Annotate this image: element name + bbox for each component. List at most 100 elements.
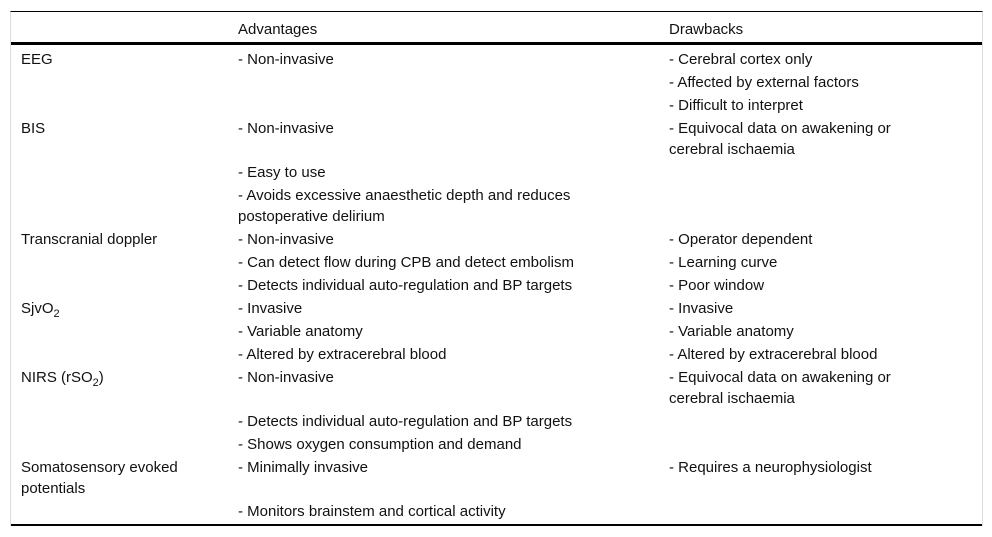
table-row-somatosensory: - Monitors brainstem and cortical activi… bbox=[11, 501, 982, 524]
advantages-cell bbox=[238, 72, 669, 93]
drawback-line: - Learning curve bbox=[669, 254, 778, 271]
advantage-line: - Altered by extracerebral blood bbox=[238, 346, 447, 363]
table-row-somatosensory: Somatosensory evoked potentials - Minima… bbox=[11, 457, 982, 501]
drawbacks-cell: - Poor window bbox=[669, 275, 982, 296]
drawback-line: - Altered by extracerebral blood bbox=[669, 346, 878, 363]
technique-label bbox=[11, 72, 238, 93]
drawback-line: - Affected by external factors bbox=[669, 74, 859, 91]
table-row-transcranial-doppler: - Detects individual auto-regulation and… bbox=[11, 275, 982, 298]
drawbacks-cell: - Learning curve bbox=[669, 252, 982, 273]
technique-label: Somatosensory evoked potentials bbox=[11, 457, 238, 499]
table-row-sjvo2: - Altered by extracerebral blood - Alter… bbox=[11, 344, 982, 367]
table-row-nirs: NIRS (rSO2) - Non-invasive - Equivocal d… bbox=[11, 367, 982, 411]
drawbacks-cell: - Difficult to interpret bbox=[669, 95, 982, 116]
drawbacks-cell: - Operator dependent bbox=[669, 229, 982, 250]
advantages-cell: - Can detect flow during CPB and detect … bbox=[238, 252, 669, 273]
technique-label-suffix: ) bbox=[98, 369, 104, 386]
advantages-cell: - Detects individual auto-regulation and… bbox=[238, 411, 669, 432]
technique-label bbox=[11, 501, 238, 522]
advantages-cell bbox=[238, 95, 669, 116]
table-row-bis: - Easy to use bbox=[11, 162, 982, 185]
drawback-line-continuation: cerebral ischaemia bbox=[669, 141, 795, 158]
drawbacks-cell: - Equivocal data on awakening or cerebral… bbox=[669, 118, 982, 160]
drawback-line: - Cerebral cortex only bbox=[669, 51, 813, 68]
technique-label-text: BIS bbox=[21, 120, 46, 137]
table-header-row: Advantages Drawbacks bbox=[11, 12, 982, 45]
column-header-advantages: Advantages bbox=[238, 21, 318, 38]
drawback-line: - Poor window bbox=[669, 277, 765, 294]
advantages-cell: - Avoids excessive anaesthetic depth and… bbox=[238, 185, 669, 227]
advantage-line: - Invasive bbox=[238, 300, 303, 317]
technique-label-text: NIRS (rSO bbox=[21, 369, 93, 386]
technique-label: BIS bbox=[11, 118, 238, 160]
table-row-transcranial-doppler: Transcranial doppler - Non-invasive - Op… bbox=[11, 229, 982, 252]
drawback-line: - Equivocal data on awakening or bbox=[669, 369, 891, 386]
technique-label bbox=[11, 275, 238, 296]
table-row-eeg: EEG - Non-invasive - Cerebral cortex onl… bbox=[11, 49, 982, 72]
advantages-cell: - Variable anatomy bbox=[238, 321, 669, 342]
drawbacks-cell: - Equivocal data on awakening or cerebral… bbox=[669, 367, 982, 409]
drawback-line: - Difficult to interpret bbox=[669, 97, 803, 114]
drawbacks-cell bbox=[669, 185, 982, 227]
advantage-line: - Detects individual auto-regulation and… bbox=[238, 413, 573, 430]
technique-label bbox=[11, 95, 238, 116]
monitoring-comparison-table: Advantages Drawbacks EEG - Non-invasive … bbox=[10, 11, 983, 526]
technique-label-subscript: 2 bbox=[92, 377, 99, 389]
advantages-cell: - Minimally invasive bbox=[238, 457, 669, 499]
drawbacks-cell: - Cerebral cortex only bbox=[669, 49, 982, 70]
drawbacks-cell bbox=[669, 434, 982, 455]
advantages-cell: - Non-invasive bbox=[238, 118, 669, 160]
advantage-line: - Non-invasive bbox=[238, 51, 334, 68]
advantages-cell: - Non-invasive bbox=[238, 49, 669, 70]
technique-label bbox=[11, 434, 238, 455]
technique-label-text: Somatosensory evoked potentials bbox=[21, 459, 178, 497]
advantage-line: - Minimally invasive bbox=[238, 459, 369, 476]
table-row-sjvo2: SjvO2 - Invasive - Invasive bbox=[11, 298, 982, 321]
table-row-eeg: - Difficult to interpret bbox=[11, 95, 982, 118]
drawbacks-cell: - Variable anatomy bbox=[669, 321, 982, 342]
advantages-cell: - Easy to use bbox=[238, 162, 669, 183]
advantage-line: - Avoids excessive anaesthetic depth and… bbox=[238, 187, 571, 204]
technique-label bbox=[11, 321, 238, 342]
column-header-technique bbox=[11, 19, 238, 40]
technique-label bbox=[11, 344, 238, 365]
table-row-bis: BIS - Non-invasive - Equivocal data on a… bbox=[11, 118, 982, 162]
technique-label bbox=[11, 411, 238, 432]
advantages-cell: - Non-invasive bbox=[238, 367, 669, 409]
drawback-line: - Invasive bbox=[669, 300, 734, 317]
technique-label bbox=[11, 162, 238, 183]
drawback-line: - Variable anatomy bbox=[669, 323, 794, 340]
table-body: EEG - Non-invasive - Cerebral cortex onl… bbox=[11, 45, 982, 526]
technique-label bbox=[11, 185, 238, 227]
technique-label-text: EEG bbox=[21, 51, 53, 68]
drawback-line-continuation: cerebral ischaemia bbox=[669, 390, 795, 407]
advantage-line: - Non-invasive bbox=[238, 120, 334, 137]
table-row-eeg: - Affected by external factors bbox=[11, 72, 982, 95]
advantage-line: - Non-invasive bbox=[238, 369, 334, 386]
table-row-nirs: - Detects individual auto-regulation and… bbox=[11, 411, 982, 434]
table-row-bis: - Avoids excessive anaesthetic depth and… bbox=[11, 185, 982, 229]
advantages-cell: - Shows oxygen consumption and demand bbox=[238, 434, 669, 455]
drawback-line: - Operator dependent bbox=[669, 231, 813, 248]
technique-label-text: SjvO bbox=[21, 300, 54, 317]
drawbacks-cell: - Affected by external factors bbox=[669, 72, 982, 93]
drawbacks-cell bbox=[669, 162, 982, 183]
technique-label-text: Transcranial doppler bbox=[21, 231, 158, 248]
technique-label: EEG bbox=[11, 49, 238, 70]
advantages-cell: - Altered by extracerebral blood bbox=[238, 344, 669, 365]
drawback-line: - Equivocal data on awakening or bbox=[669, 120, 891, 137]
technique-label-subscript: 2 bbox=[53, 308, 60, 320]
technique-label bbox=[11, 252, 238, 273]
technique-label: Transcranial doppler bbox=[11, 229, 238, 250]
technique-label: NIRS (rSO2) bbox=[11, 367, 238, 409]
drawback-line: - Requires a neurophysiologist bbox=[669, 459, 872, 476]
advantage-line: - Detects individual auto-regulation and… bbox=[238, 277, 573, 294]
drawbacks-cell: - Requires a neurophysiologist bbox=[669, 457, 982, 499]
advantage-line-continuation: postoperative delirium bbox=[238, 208, 385, 225]
advantages-cell: - Non-invasive bbox=[238, 229, 669, 250]
table-row-sjvo2: - Variable anatomy - Variable anatomy bbox=[11, 321, 982, 344]
column-header-drawbacks: Drawbacks bbox=[669, 21, 744, 38]
table-row-transcranial-doppler: - Can detect flow during CPB and detect … bbox=[11, 252, 982, 275]
advantages-cell: - Monitors brainstem and cortical activi… bbox=[238, 501, 669, 522]
advantage-line: - Non-invasive bbox=[238, 231, 334, 248]
